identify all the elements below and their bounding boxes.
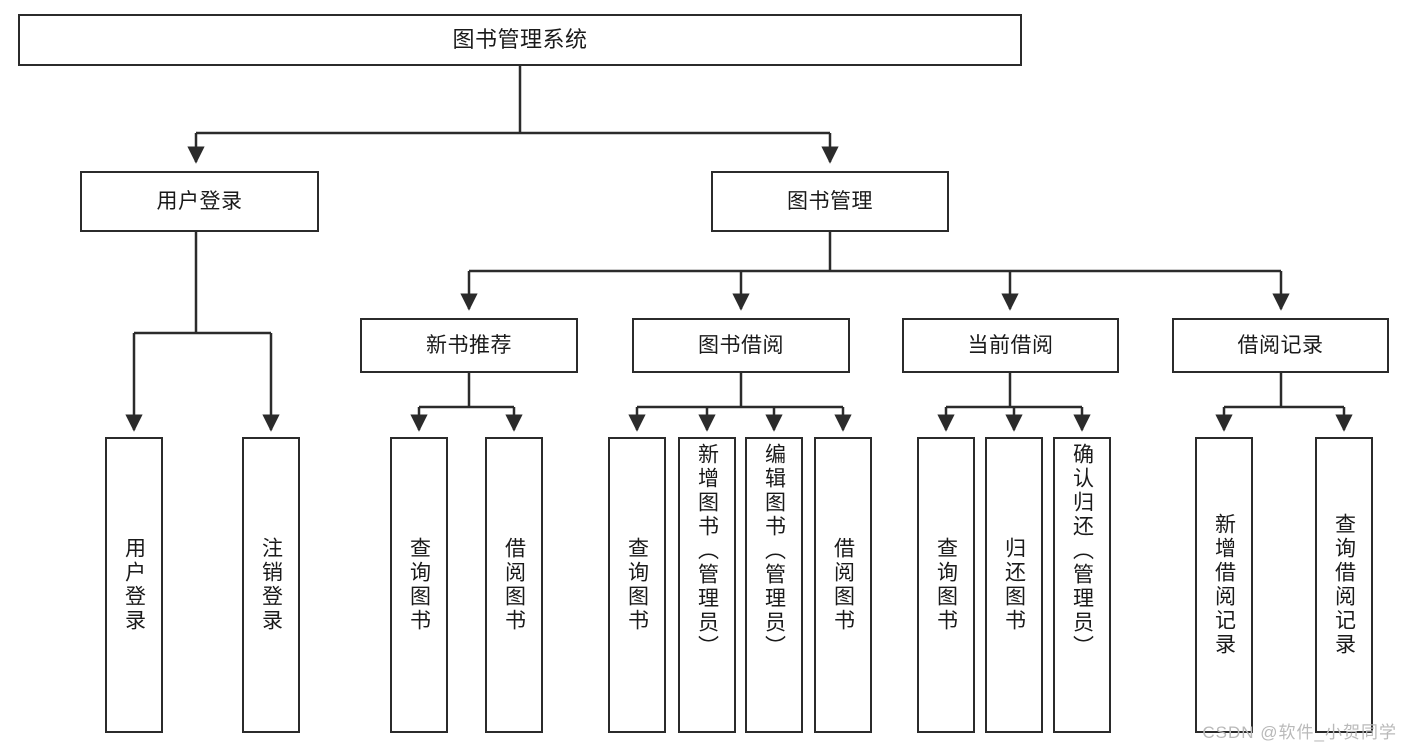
node-new-book-recommend[interactable]: 新书推荐 (360, 318, 578, 373)
node-label: 新增借阅记录 (1212, 513, 1236, 657)
node-label: 当前借阅 (967, 333, 1054, 357)
node-current-borrow[interactable]: 当前借阅 (902, 318, 1119, 373)
node-label: 图书管理系统 (452, 26, 588, 52)
leaf-record-query-record[interactable]: 查询借阅记录 (1315, 437, 1373, 733)
node-root-system[interactable]: 图书管理系统 (18, 14, 1022, 66)
node-label: 归还图书 (1002, 537, 1026, 633)
node-label: 查询借阅记录 (1332, 513, 1356, 657)
leaf-current-return-book[interactable]: 归还图书 (985, 437, 1043, 733)
node-label: 新增图书（管理员） (695, 443, 719, 659)
node-label: 查询图书 (934, 537, 958, 633)
leaf-new-book-borrow[interactable]: 借阅图书 (485, 437, 543, 733)
node-label: 确认归还（管理员） (1070, 443, 1094, 659)
leaf-user-login-signin[interactable]: 用户登录 (105, 437, 163, 733)
leaf-borrow-edit-book-admin[interactable]: 编辑图书（管理员） (745, 437, 803, 733)
node-label: 用户登录 (156, 189, 243, 213)
leaf-new-book-query[interactable]: 查询图书 (390, 437, 448, 733)
node-label: 用户登录 (122, 537, 146, 633)
node-label: 借阅记录 (1237, 333, 1324, 357)
leaf-user-login-signout[interactable]: 注销登录 (242, 437, 300, 733)
leaf-borrow-borrow-book[interactable]: 借阅图书 (814, 437, 872, 733)
node-label: 图书借阅 (698, 333, 784, 357)
leaf-current-query-book[interactable]: 查询图书 (917, 437, 975, 733)
node-book-borrow[interactable]: 图书借阅 (632, 318, 850, 373)
watermark: CSDN @软件_小贺同学 (1202, 723, 1397, 742)
node-label: 图书管理 (787, 189, 873, 213)
node-label: 借阅图书 (502, 537, 526, 633)
node-book-management[interactable]: 图书管理 (711, 171, 949, 232)
node-user-login[interactable]: 用户登录 (80, 171, 319, 232)
leaf-borrow-add-book-admin[interactable]: 新增图书（管理员） (678, 437, 736, 733)
leaf-current-confirm-return-admin[interactable]: 确认归还（管理员） (1053, 437, 1111, 733)
node-label: 查询图书 (625, 537, 649, 633)
node-label: 借阅图书 (831, 537, 855, 633)
node-label: 查询图书 (407, 537, 431, 633)
node-borrow-record[interactable]: 借阅记录 (1172, 318, 1389, 373)
node-label: 注销登录 (259, 537, 283, 633)
node-label: 编辑图书（管理员） (762, 443, 786, 659)
leaf-record-add-record[interactable]: 新增借阅记录 (1195, 437, 1253, 733)
leaf-borrow-query-book[interactable]: 查询图书 (608, 437, 666, 733)
node-label: 新书推荐 (426, 333, 512, 357)
